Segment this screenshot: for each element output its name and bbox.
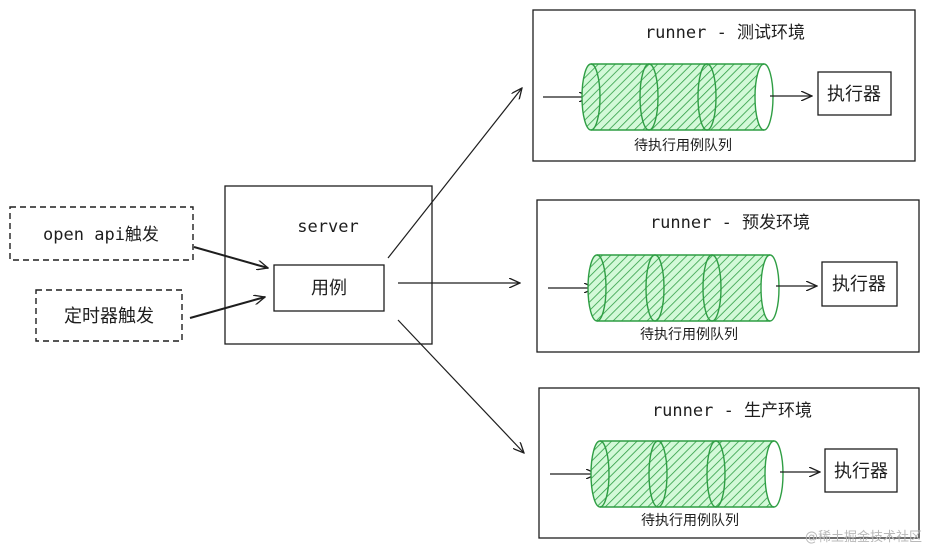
watermark: @稀土掘金技术社区	[805, 529, 922, 545]
executor-label: 执行器	[832, 274, 886, 295]
queue-label: 待执行用例队列	[641, 513, 739, 529]
queue-label: 待执行用例队列	[640, 327, 738, 343]
queue-label: 待执行用例队列	[634, 138, 732, 154]
server-title: server	[297, 217, 358, 237]
queue-cylinder	[581, 63, 774, 131]
runner-title: runner - 测试环境	[645, 23, 805, 43]
timer-trigger-label: 定时器触发	[64, 306, 154, 327]
runner-production: runner - 生产环境 执行器 待执行用例队列	[538, 387, 920, 539]
arrow-to-prod-runner	[397, 319, 524, 453]
server-box: server 用例	[224, 185, 433, 345]
arrow-to-test-runner	[387, 88, 522, 259]
executor-box	[821, 261, 898, 307]
executor-label: 执行器	[827, 84, 881, 105]
executor-box	[817, 71, 892, 116]
open-api-trigger-label: open api触发	[43, 225, 159, 245]
runner-staging: runner - 预发环境 执行器 待执行用例队列	[536, 199, 920, 353]
executor-box	[824, 448, 898, 493]
runner-title: runner - 生产环境	[652, 401, 812, 421]
runner-title: runner - 预发环境	[650, 213, 810, 233]
queue-cylinder	[590, 440, 784, 508]
timer-arrow	[189, 297, 265, 319]
timer-trigger: 定时器触发	[35, 289, 183, 342]
open-api-trigger: open api触发	[9, 206, 194, 261]
open-api-arrow	[193, 246, 268, 268]
case-label: 用例	[311, 278, 347, 299]
runner-test: runner - 测试环境 执行器 待执行用例队列	[532, 9, 916, 162]
executor-label: 执行器	[834, 461, 888, 482]
queue-cylinder	[587, 254, 780, 322]
case-box	[273, 264, 385, 312]
